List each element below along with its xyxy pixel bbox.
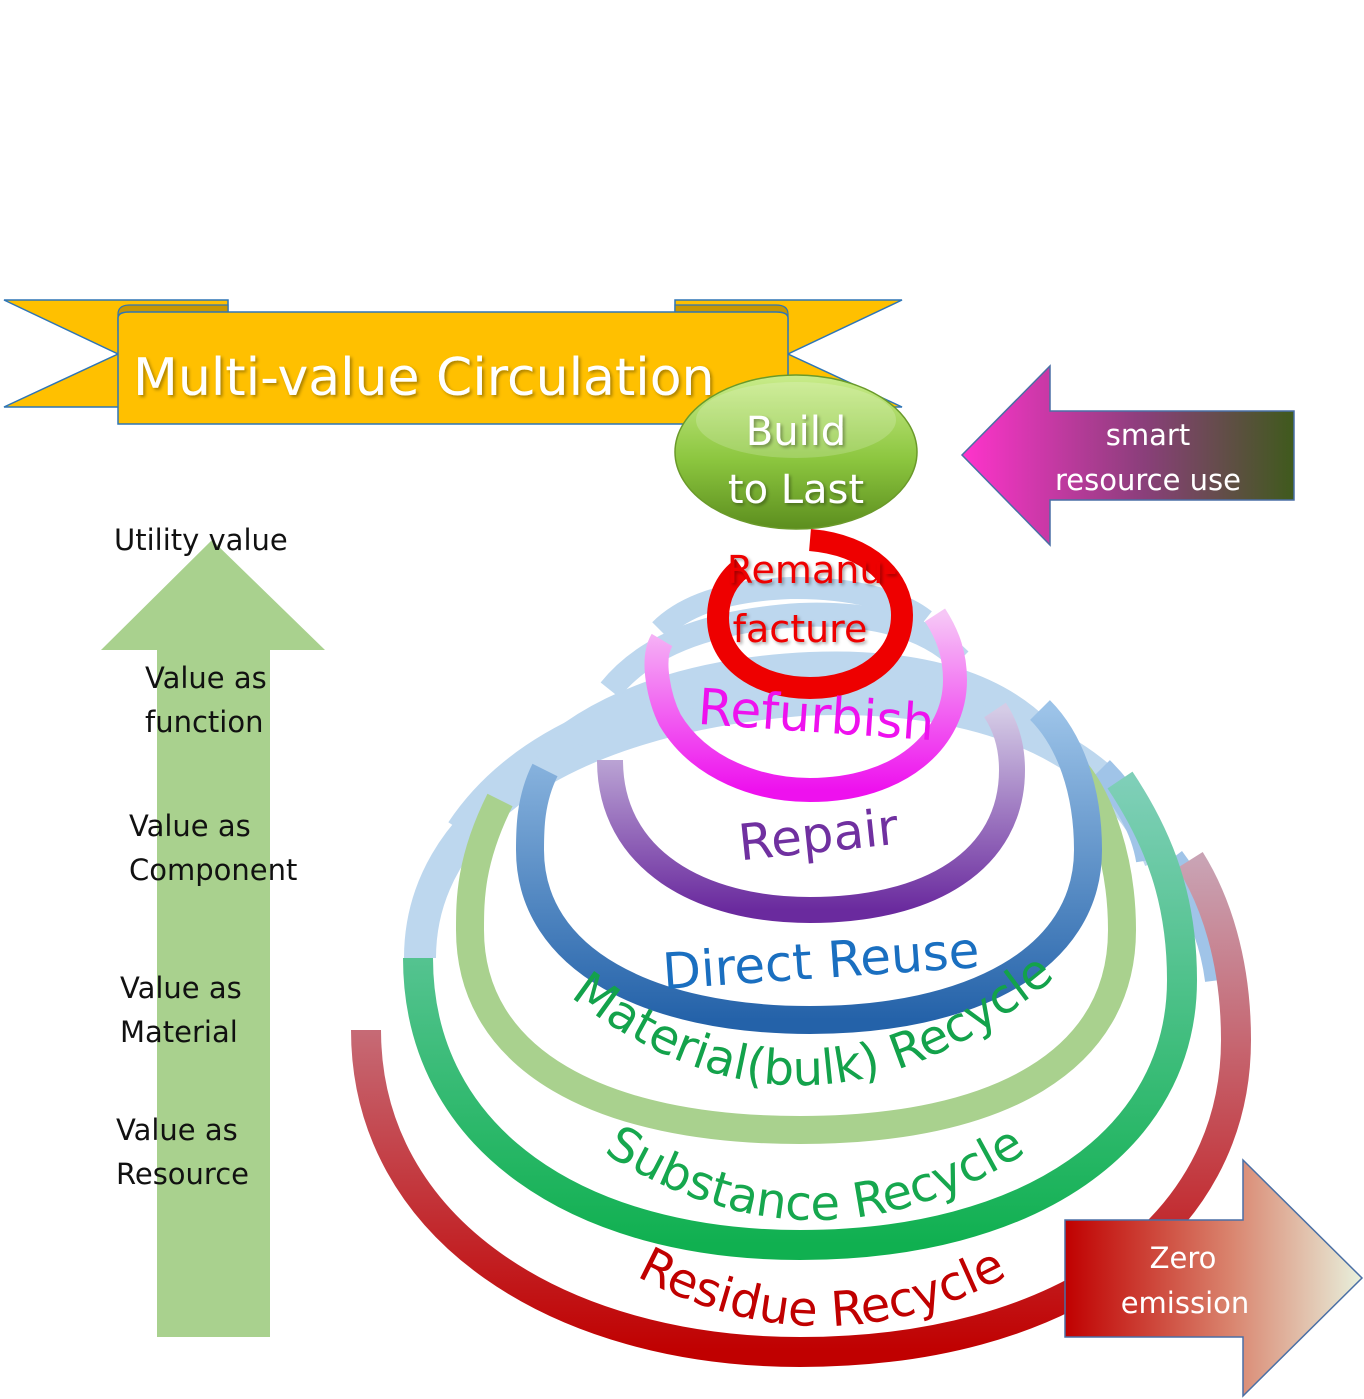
- remanufacture-label-line2: facture: [733, 607, 868, 651]
- value-as-resource-line2: Resource: [116, 1157, 249, 1191]
- smart-resource-use-arrow: smart resource use: [960, 364, 1295, 547]
- zero-emission-line2: emission: [1121, 1286, 1250, 1320]
- remanufacture-loop: [706, 529, 914, 700]
- zero-emission-line1: Zero: [1150, 1241, 1217, 1275]
- value-as-material-line1: Value as: [120, 971, 242, 1005]
- value-as-function-line2: function: [145, 705, 264, 739]
- build-to-last-node: Build to Last: [674, 374, 918, 530]
- value-as-component-line1: Value as: [129, 809, 251, 843]
- direct-reuse-label: Direct Reuse: [660, 921, 981, 1001]
- utility-value-axis-arrow: [101, 540, 325, 1337]
- value-as-material-line2: Material: [120, 1015, 238, 1049]
- residue-recycle-loop: [351, 852, 1252, 1368]
- refurbish-loop: [644, 608, 968, 803]
- repair-loop: [597, 702, 1026, 924]
- substance-recycle-loop: [403, 771, 1198, 1261]
- value-as-resource-line1: Value as: [116, 1113, 238, 1147]
- build-to-last-line2: to Last: [728, 467, 864, 513]
- repair-label: Repair: [736, 798, 902, 872]
- title-banner: Multi-value Circulation: [3, 299, 903, 425]
- smart-resource-use-line2: resource use: [1055, 463, 1241, 497]
- material-recycle-loop: [455, 761, 1137, 1145]
- banner-title: Multi-value Circulation: [133, 348, 715, 408]
- direct-reuse-loop: [515, 700, 1103, 1035]
- build-to-last-line1: Build: [746, 409, 846, 455]
- zero-emission-arrow: Zero emission: [1064, 1158, 1364, 1398]
- value-as-component-line2: Component: [129, 853, 298, 887]
- value-as-function-line1: Value as: [145, 661, 267, 695]
- utility-value-title: Utility value: [114, 523, 288, 557]
- remanufacture-label-line1: Remanu-: [727, 548, 897, 592]
- smart-resource-use-line1: smart: [1106, 418, 1190, 452]
